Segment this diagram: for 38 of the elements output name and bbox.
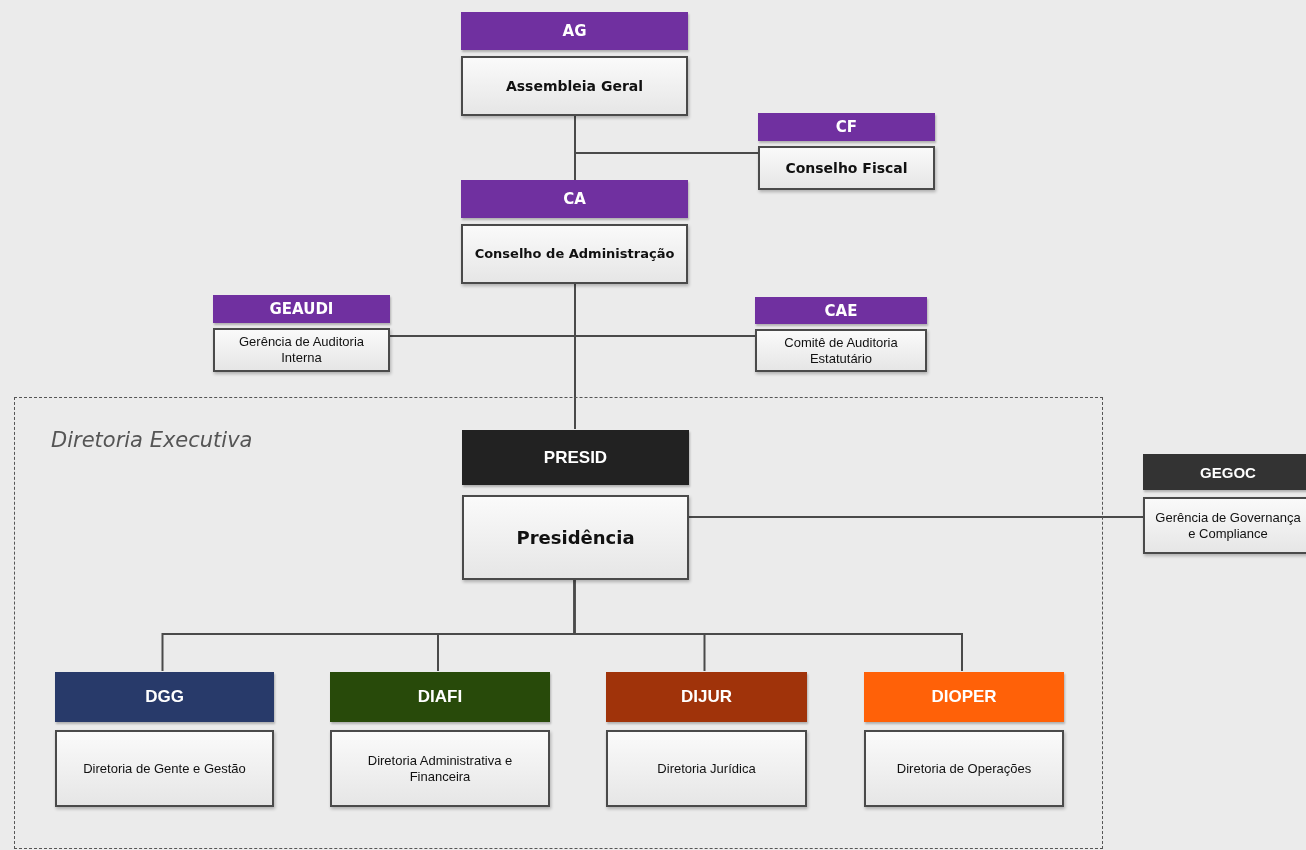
org-unit-card [461, 180, 688, 284]
connector-line [574, 115, 759, 154]
unit-name-label: Assembleia Geral [461, 56, 688, 116]
unit-code-label: GEGOC [1143, 454, 1306, 490]
unit-name-label: Diretoria de Gente e Gestão [55, 730, 274, 807]
unit-code-label: CAE [755, 297, 927, 324]
org-unit-card [864, 672, 1064, 807]
unit-code-label: GEAUDI [213, 295, 390, 323]
unit-name-label: Conselho Fiscal [758, 146, 935, 190]
org-unit-card [461, 12, 688, 116]
unit-code-label: DGG [55, 672, 274, 722]
unit-name-label: Diretoria de Operações [864, 730, 1064, 807]
org-unit-card [606, 672, 807, 807]
unit-name-label: Gerência de Auditoria Interna [213, 328, 390, 372]
unit-code-label: AG [461, 12, 688, 50]
unit-code-label: DIOPER [864, 672, 1064, 722]
unit-name-label: Conselho de Administração [461, 224, 688, 284]
unit-code-label: DIAFI [330, 672, 550, 722]
group-title: Diretoria Executiva [51, 428, 253, 452]
unit-name-label: Gerência de Governança e Compliance [1143, 497, 1306, 554]
unit-code-label: DIJUR [606, 672, 807, 722]
org-unit-card [55, 672, 274, 807]
org-unit-card [462, 430, 689, 580]
unit-name-label: Presidência [462, 495, 689, 580]
unit-name-label: Comitê de Auditoria Estatutário [755, 329, 927, 372]
org-unit-card [213, 295, 390, 372]
unit-name-label: Diretoria Jurídica [606, 730, 807, 807]
dashed-group-frame [14, 397, 1103, 849]
connector-line [574, 283, 576, 430]
unit-code-label: CF [758, 113, 935, 141]
unit-code-label: CA [461, 180, 688, 218]
org-unit-card [755, 297, 927, 372]
org-unit-card [758, 113, 935, 190]
connector-line [573, 578, 963, 672]
org-unit-card [1143, 454, 1306, 554]
org-unit-card [330, 672, 550, 807]
unit-code-label: PRESID [462, 430, 689, 485]
unit-name-label: Diretoria Administrativa e Financeira [330, 730, 550, 807]
